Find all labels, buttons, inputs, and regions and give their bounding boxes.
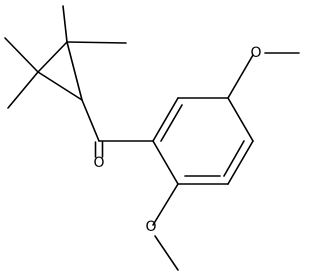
bond-ring-4 [227,140,254,185]
cyclopropane-ring [37,41,83,101]
bond-ring-inner-1 [160,104,183,142]
bond-cyclopropyl-carbonyl [81,99,100,142]
ketone-group: O [81,99,154,171]
benzene-ring [152,97,254,185]
carbonyl-oxygen-label: O [93,155,104,171]
bond-methyl-left-2 [7,71,39,109]
bond-methoxy-bottom-methyl [154,235,179,271]
chemical-structure-diagram: O O O [0,0,303,274]
methoxy-top-oxygen-label: O [250,45,261,61]
methyl-groups [4,5,127,109]
methoxy-bottom: O [145,183,179,271]
bond-ring-3 [227,97,254,142]
bond-ring-inner-2 [223,140,245,177]
bond-cyclopropane-top-right [66,41,83,101]
bond-methoxy-bottom-ring [152,183,179,226]
methoxy-top: O [227,45,300,99]
bond-methyl-left-1 [4,37,39,73]
background [0,0,303,274]
bond-cyclopropane-top-left [37,41,68,73]
methoxy-bottom-oxygen-label: O [145,219,156,235]
bond-cyclopropane-bottom [37,71,83,101]
bond-ring-6 [152,140,179,185]
bond-methyl-top-2 [66,41,127,44]
bond-ring-1 [152,97,179,142]
bond-methoxy-top-ring [227,54,254,99]
bond-methyl-top-1 [62,5,68,43]
